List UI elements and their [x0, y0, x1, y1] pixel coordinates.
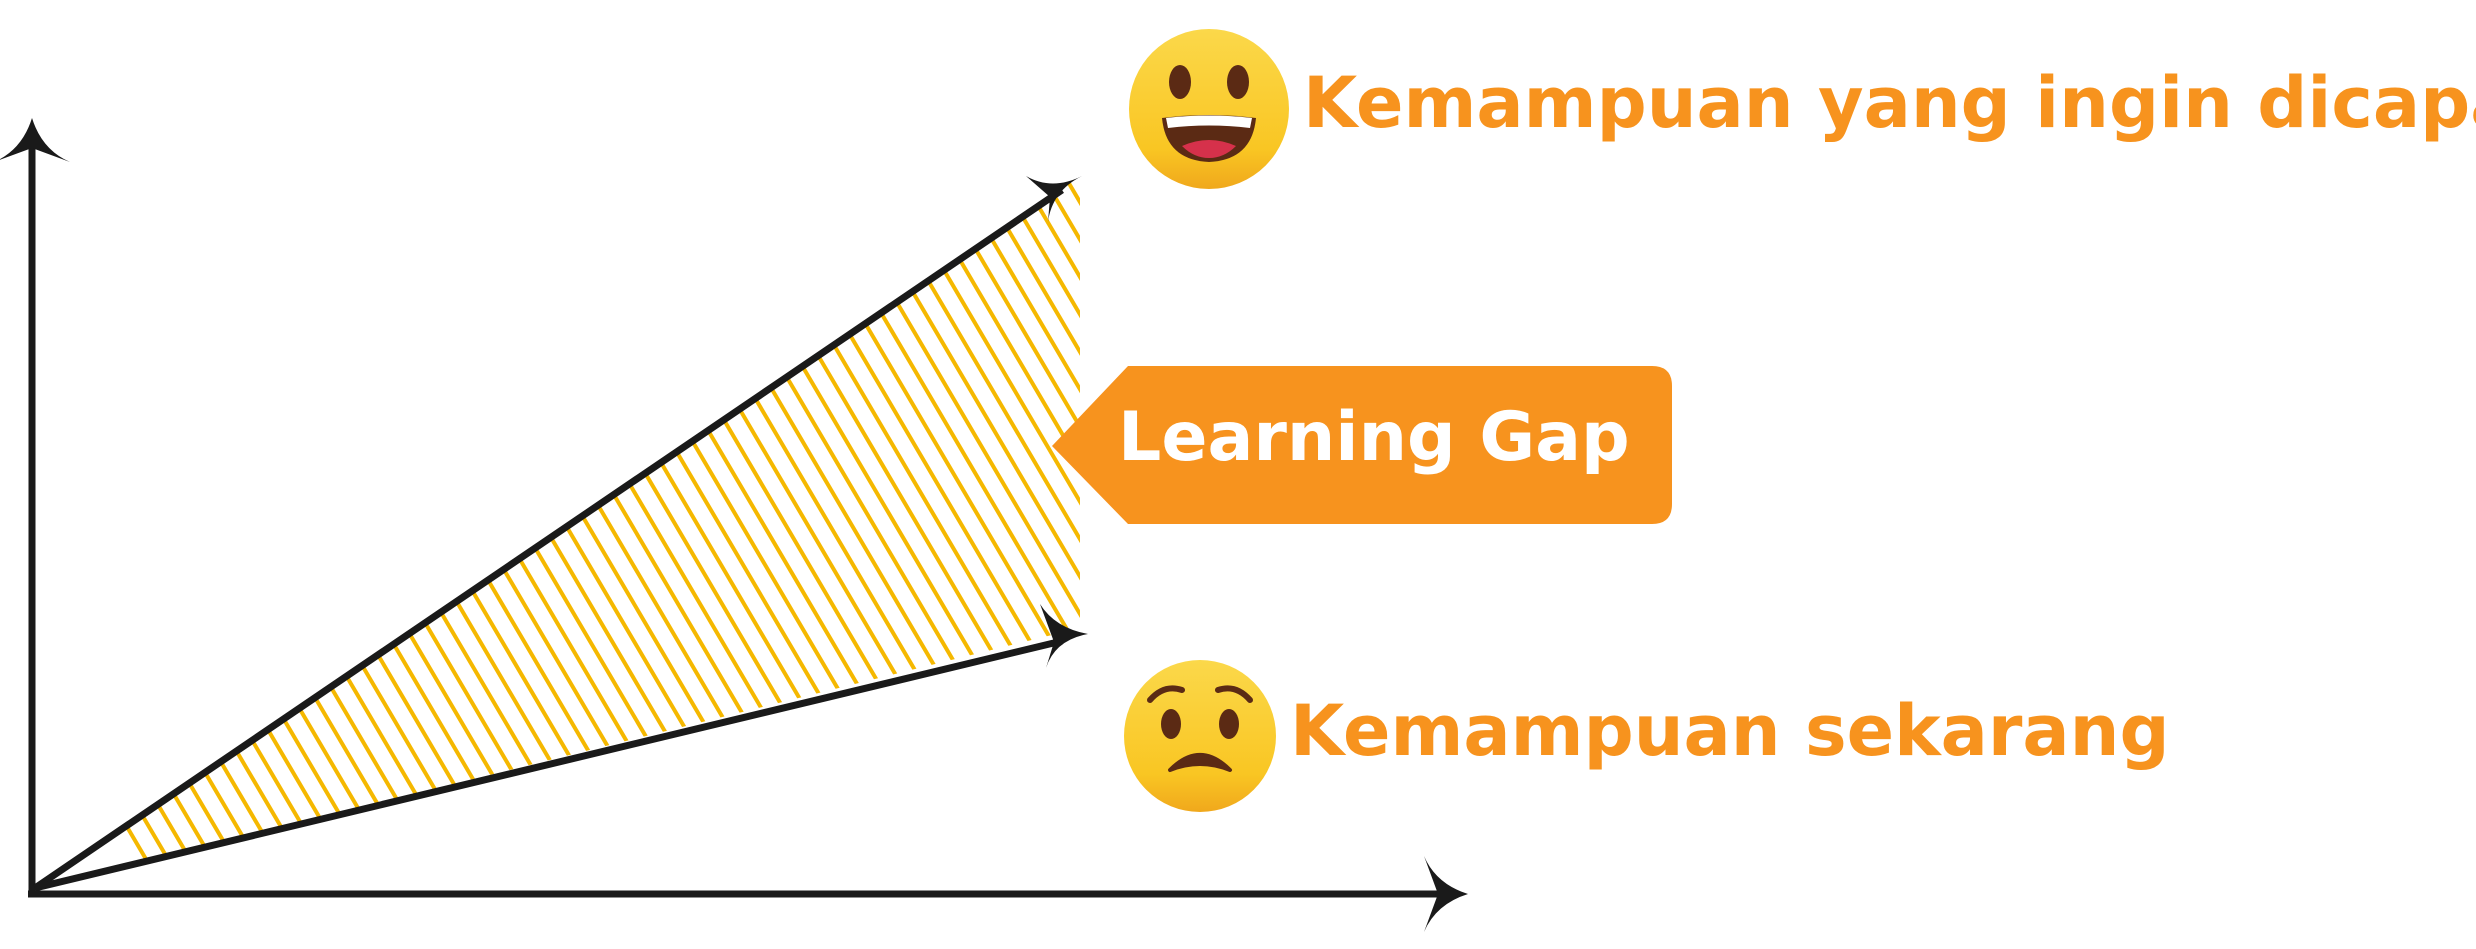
- hatch-line: [35, 176, 282, 888]
- hatch-line: [996, 176, 1080, 888]
- hatch-line: [35, 176, 414, 888]
- hatch-line: [35, 176, 480, 888]
- target-ability-label: Kemampuan yang ingin dicapai: [1303, 62, 2476, 144]
- hatch-line: [35, 176, 502, 888]
- hatch-line: [578, 176, 1052, 888]
- hatch-line: [35, 176, 172, 888]
- target-ability-arrow: [33, 176, 1082, 891]
- hatch-line: [600, 176, 1074, 888]
- learning-gap-label: Learning Gap: [1118, 398, 1630, 477]
- target-arrowhead-icon: [1026, 176, 1082, 222]
- hatch-line: [556, 176, 1030, 888]
- worried-face-icon: [1124, 660, 1276, 812]
- hatch-line: [930, 176, 1080, 888]
- x-axis: [28, 856, 1468, 932]
- learning-gap-callout: [1052, 366, 1672, 524]
- hatch-line: [35, 176, 304, 888]
- y-axis: [0, 118, 70, 895]
- x-axis-arrowhead-icon: [1424, 856, 1468, 932]
- hatch-line: [952, 176, 1080, 888]
- current-ability-arrow: [34, 604, 1088, 892]
- hatch-line: [446, 176, 920, 888]
- hatch-line: [490, 176, 964, 888]
- hatch-line: [35, 176, 370, 888]
- hatch-line: [35, 176, 458, 888]
- hatch-line: [35, 176, 348, 888]
- hatch-line: [50, 176, 524, 888]
- hatch-line: [512, 176, 986, 888]
- hatch-line: [974, 176, 1080, 888]
- current-arrowhead-icon: [1040, 604, 1088, 668]
- hatch-line: [688, 176, 1080, 888]
- hatch-line: [35, 176, 260, 888]
- grinning-face-icon: [1129, 29, 1289, 189]
- hatch-line: [468, 176, 942, 888]
- hatch-line: [35, 176, 436, 888]
- y-axis-arrowhead-icon: [0, 118, 70, 162]
- current-ability-label: Kemampuan sekarang: [1290, 690, 2170, 772]
